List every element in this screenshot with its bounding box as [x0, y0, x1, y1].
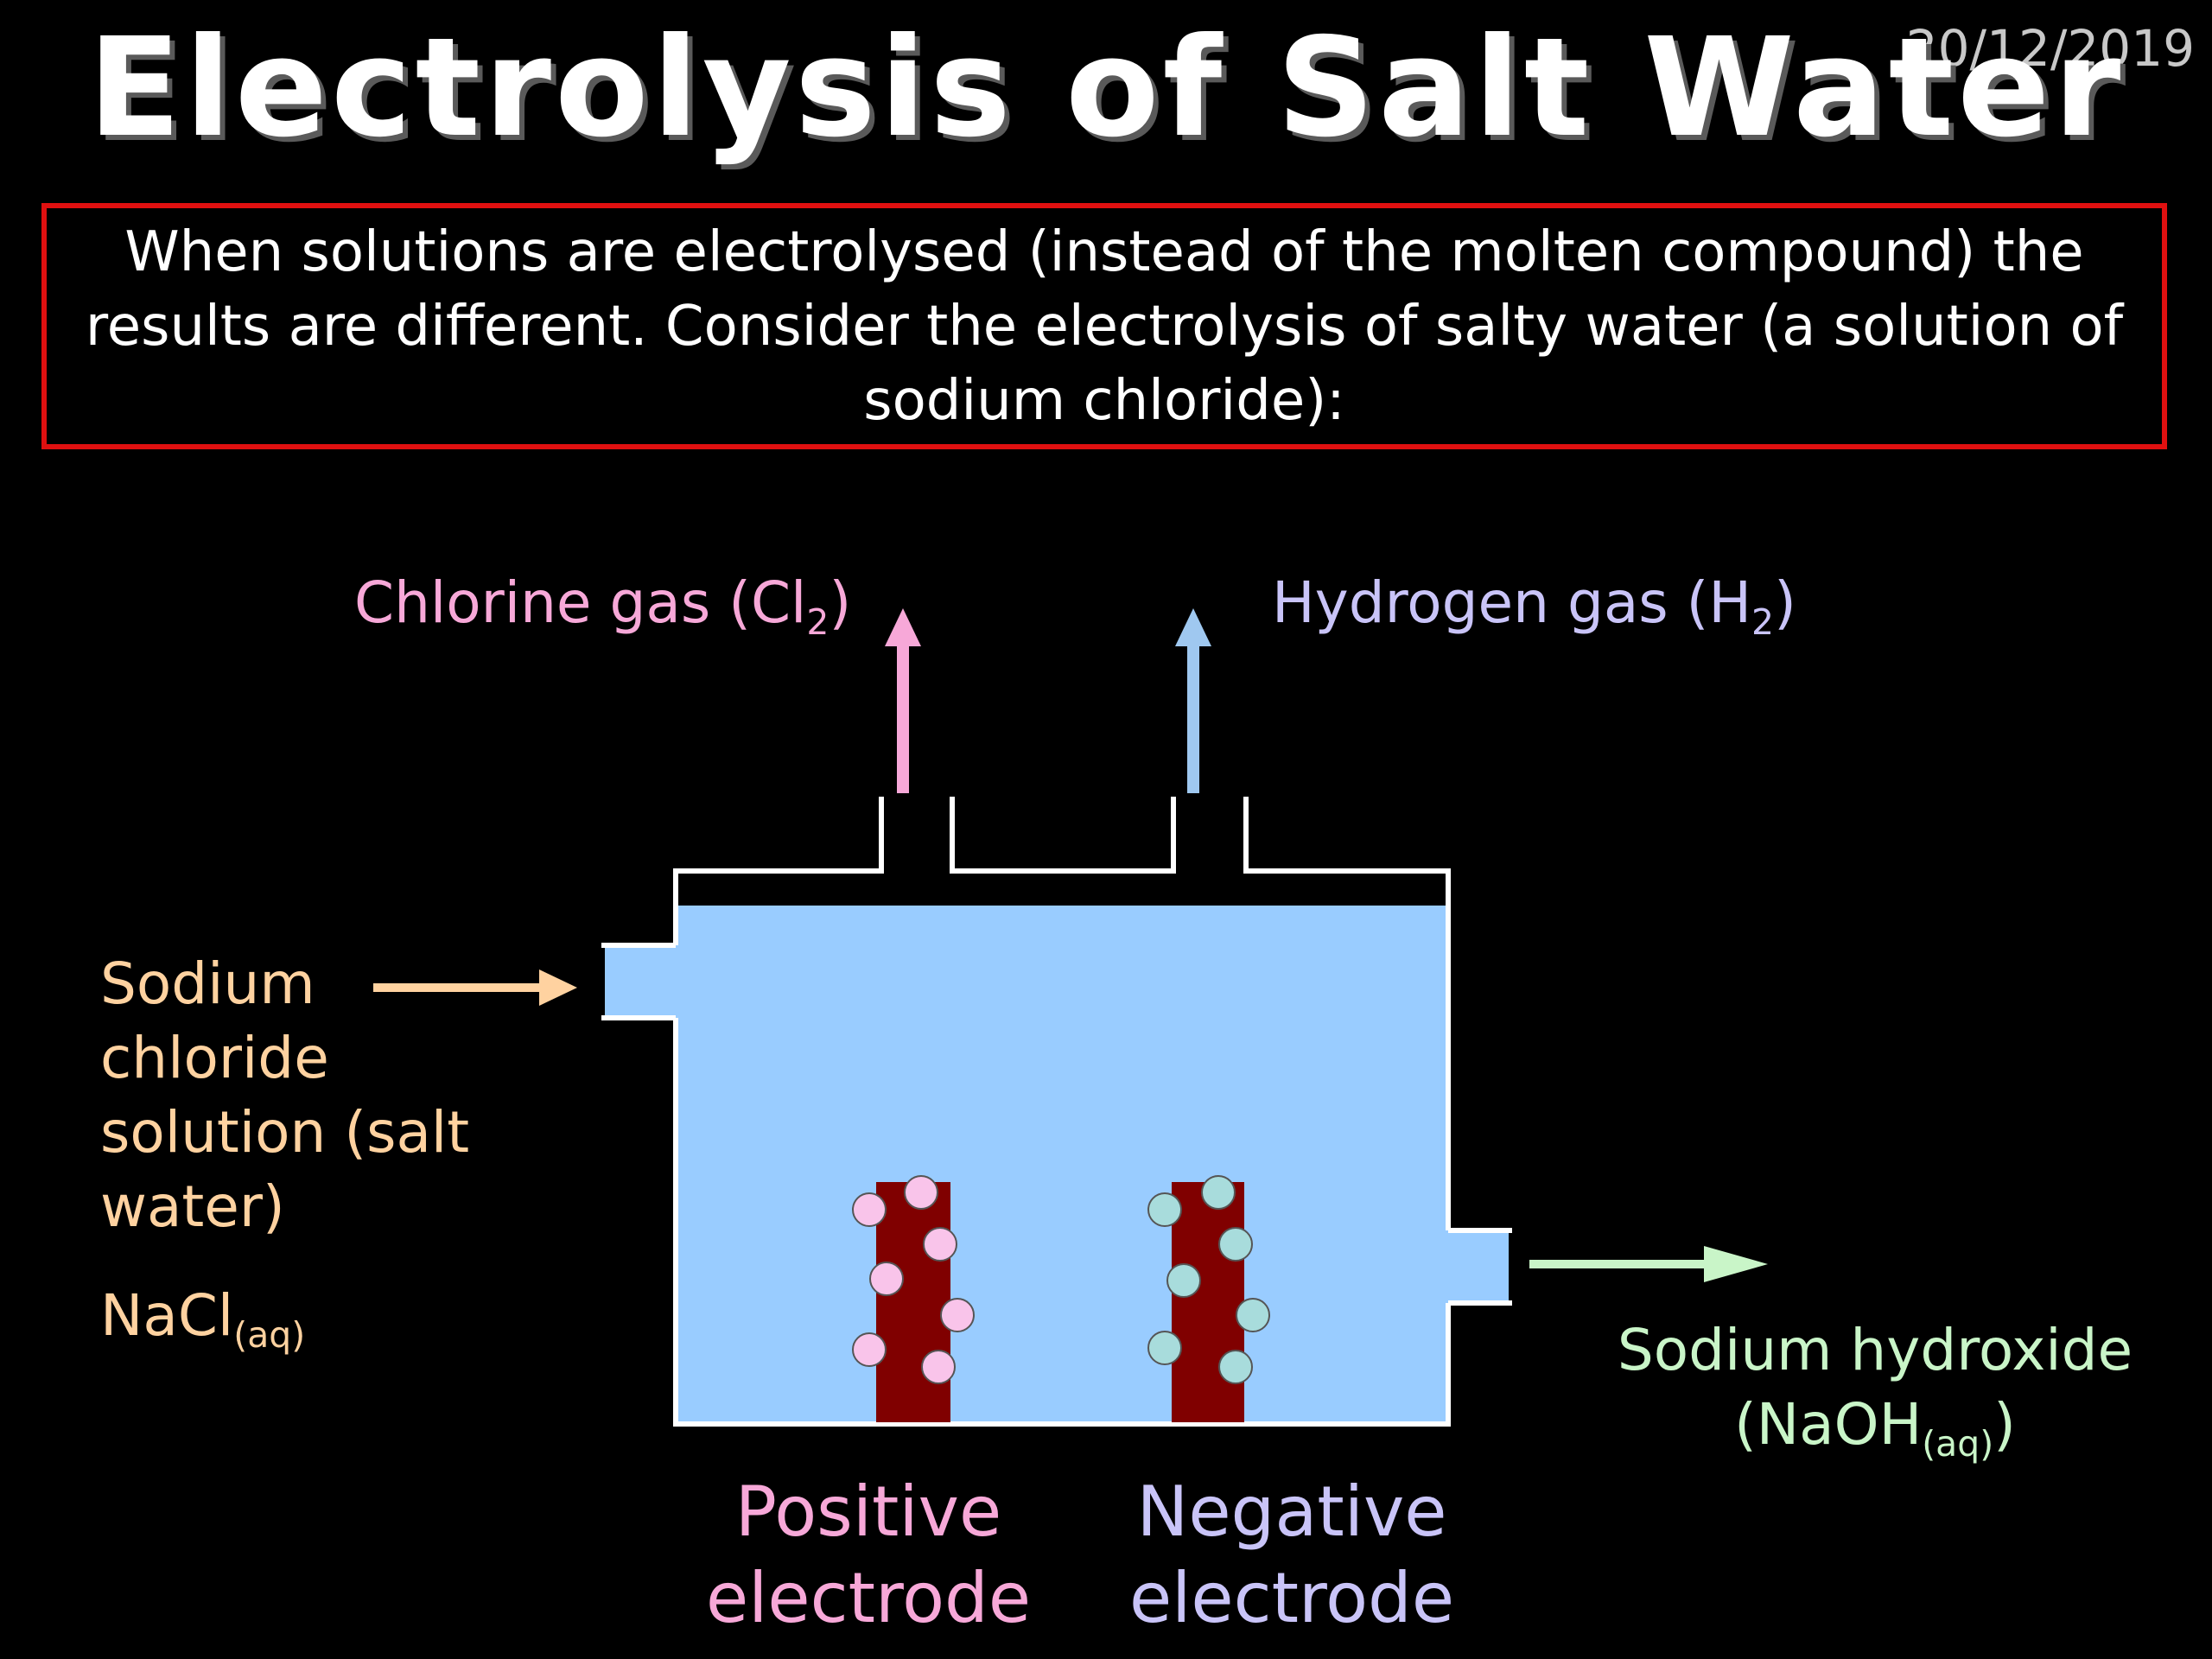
intro-box: When solutions are electrolysed (instead…: [41, 203, 2167, 449]
intro-text: When solutions are electrolysed (instead…: [85, 219, 2124, 433]
chlorine-label: Chlorine gas (Cl2): [354, 569, 852, 644]
chlorine-bubbles: [852, 1175, 975, 1384]
hydrogen-bubbles: [1147, 1175, 1270, 1384]
inlet-solution: [605, 945, 676, 1018]
outlet-solution: [1448, 1230, 1509, 1303]
nacl-formula: NaCl(aq): [100, 1282, 306, 1357]
positive-electrode-label: Positive electrode: [705, 1471, 1032, 1638]
solution: [676, 906, 1448, 1424]
container-outline: [601, 797, 1512, 1427]
page-title: Electrolysis of Salt Water: [87, 9, 2125, 168]
hydrogen-label: Hydrogen gas (H2): [1272, 569, 1796, 644]
outlet-arrow: [1529, 1246, 1768, 1282]
hydrogen-arrow: [1175, 608, 1211, 793]
negative-electrode-label: Negative electrode: [1128, 1471, 1455, 1638]
chlorine-arrow: [885, 608, 921, 793]
inlet-label: Sodium chloride solution (salt water): [100, 950, 470, 1240]
outlet-label: Sodium hydroxide (NaOH(aq)): [1617, 1317, 2133, 1465]
negative-electrode: [1172, 1182, 1244, 1422]
date-label: 20/12/2019: [1905, 19, 2195, 78]
positive-electrode: [876, 1182, 950, 1422]
inlet-arrow: [373, 969, 577, 1006]
